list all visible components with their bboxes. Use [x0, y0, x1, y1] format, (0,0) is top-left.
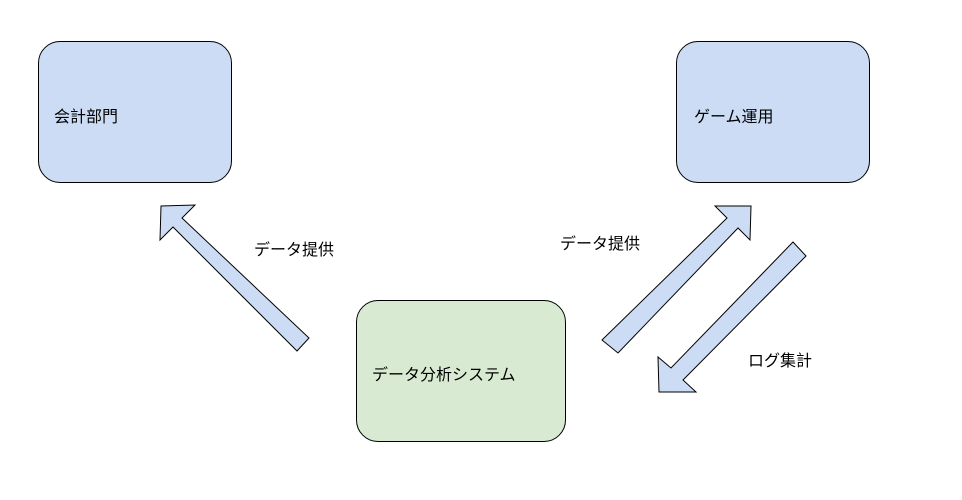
arrow-analytics-to-game-ops [601, 205, 752, 354]
edge-label-log-collect: ログ集計 [748, 351, 813, 370]
arrow-analytics-to-accounting [159, 204, 310, 352]
arrow-game-ops-to-analytics [657, 241, 807, 393]
edge-label-to-accounting: データ提供 [254, 240, 335, 259]
node-game-ops-label: ゲーム運用 [694, 107, 774, 126]
node-game-ops[interactable]: ゲーム運用 [676, 41, 870, 183]
node-analytics-system[interactable]: データ分析システム [356, 300, 566, 442]
node-accounting[interactable]: 会計部門 [38, 41, 232, 183]
node-analytics-system-label: データ分析システム [372, 365, 516, 384]
edge-label-to-game-ops: データ提供 [560, 234, 641, 253]
node-accounting-label: 会計部門 [54, 107, 119, 126]
